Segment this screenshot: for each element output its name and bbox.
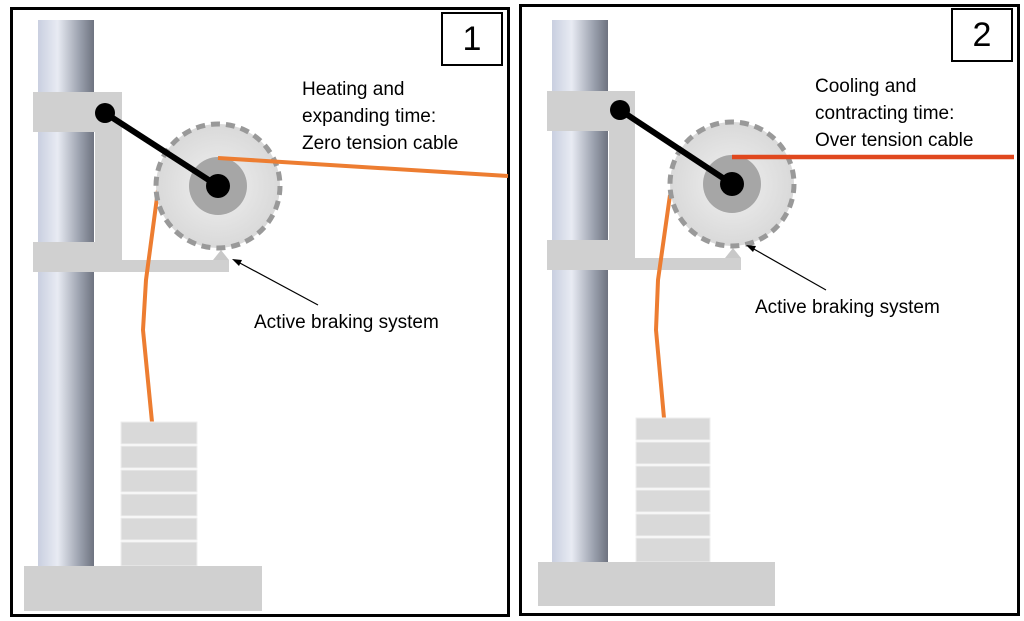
caption-2: Cooling and contracting time: Over tensi…	[815, 73, 973, 154]
panel-number-1-text: 1	[462, 19, 482, 58]
annotation-arrow-1	[237, 261, 319, 306]
mechanism-1	[24, 20, 509, 611]
mechanism-2	[538, 20, 1014, 606]
lever-pivot-1	[95, 103, 115, 123]
lever-pivot-2	[610, 100, 630, 120]
annotation-label-1: Active braking system	[254, 312, 439, 333]
caption-2-line-1: Cooling and	[815, 76, 917, 97]
cable-down-1	[140, 189, 160, 423]
weight-stack-1	[120, 421, 198, 567]
weight-stack-2	[635, 417, 711, 563]
brake-wedge-2	[725, 248, 741, 258]
caption-2-line-2: contracting time:	[815, 103, 955, 124]
lever-hub-1	[206, 174, 230, 198]
lever-hub-2	[720, 172, 744, 196]
brake-arm-1	[95, 260, 229, 272]
annotation-arrow-2	[751, 247, 827, 291]
panel-number-2: 2	[951, 8, 1013, 62]
lever-arm-2	[618, 107, 734, 187]
lever-arm-1	[103, 110, 220, 189]
panel-number-1: 1	[441, 12, 503, 66]
caption-1-line-3: Zero tension cable	[302, 133, 459, 154]
caption-2-line-3: Over tension cable	[815, 130, 974, 151]
caption-1-line-2: expanding time:	[302, 106, 437, 127]
brake-wedge-1	[213, 250, 229, 260]
annotation-label-2: Active braking system	[755, 297, 940, 318]
brake-arm-2	[609, 258, 741, 270]
caption-1-line-1: Heating and	[302, 79, 405, 100]
panel-number-2-text: 2	[972, 15, 992, 54]
caption-1: Heating and expanding time: Zero tension…	[302, 76, 458, 157]
cable-out-1	[217, 156, 509, 178]
cable-down-2	[653, 194, 672, 419]
base-2	[538, 562, 775, 606]
base-1	[24, 566, 262, 611]
